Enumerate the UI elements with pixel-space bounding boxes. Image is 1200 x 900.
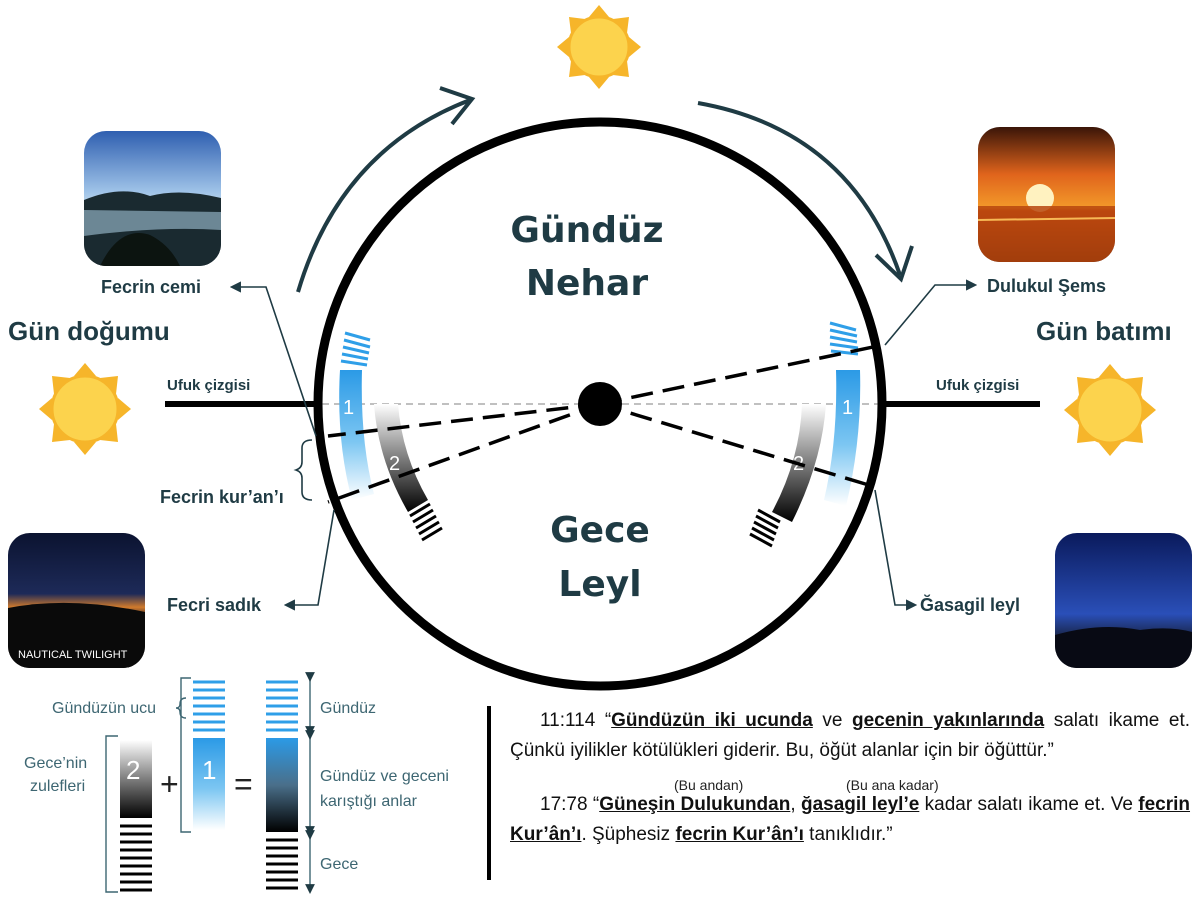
label-fecrin-kurani: Fecrin kur’an’ı [160, 487, 284, 507]
legend-num-2: 2 [126, 755, 140, 785]
center-dot [578, 382, 622, 426]
verse1-text-2: salatı ikame et. Çünkü iyilikler kötülük… [510, 710, 1191, 761]
label-gunduz: Gündüz [510, 210, 663, 251]
verse2-text-2: kadar salatı ikame et. Ve [919, 794, 1139, 815]
photo-dawn-sea [84, 131, 221, 266]
legend-karistigi-1: Gündüz ve geceni [320, 768, 449, 785]
sight-lines [327, 344, 879, 504]
legend-gunduzun-ucu: Gündüzün ucu [52, 700, 156, 717]
annotation-bu-andan: (Bu andan) [674, 777, 744, 793]
nautical-twilight-caption: NAUTICAL TWILIGHT [18, 649, 128, 661]
legend-gece-nin: Gece’nin [24, 755, 87, 772]
verse2-text-4: tanıklıdır.” [803, 824, 893, 845]
label-leyl: Leyl [558, 564, 641, 605]
annotation-bu-ana-kadar: (Bu ana kadar) [846, 777, 939, 793]
band-1-right-label: 1 [842, 397, 853, 419]
verse1-phrase-1: Gündüzün iki ucunda [611, 710, 813, 731]
verse1-phrase-2: gecenin yakınlarında [851, 710, 1045, 731]
sun-path-arrow-right [697, 101, 902, 276]
photo-nautical-twilight [8, 533, 145, 668]
verse2-phrase-2: ğasagil leyl’e [800, 794, 920, 815]
sun-icon-right [1064, 364, 1156, 456]
verses-panel: 11:114 “Gündüzün iki ucunda ve gecenin y… [510, 706, 1190, 850]
label-nehar: Nehar [526, 263, 648, 304]
band-1-right [824, 321, 861, 506]
sun-icon-top [557, 5, 641, 89]
verse-11-114: 11:114 “Gündüzün iki ucunda ve gecenin y… [510, 706, 1190, 766]
photo-night-sky [1055, 533, 1192, 668]
label-gun-dogumu: Gün doğumu [8, 316, 170, 346]
legend-plus: + [160, 766, 179, 802]
label-ufuk-left: Ufuk çizgisi [167, 377, 250, 394]
label-fecrin-cemi: Fecrin cemi [101, 277, 201, 297]
leader-lines [229, 279, 978, 611]
label-gece: Gece [550, 510, 650, 551]
legend-zulefleri: zulefleri [30, 778, 85, 795]
band-2-right [749, 404, 826, 548]
verse1-ref: 11:114 “ [540, 710, 612, 731]
band-1-left [339, 331, 374, 500]
label-ufuk-right: Ufuk çizgisi [936, 377, 1019, 394]
day-night-circle [313, 117, 887, 691]
label-dulukul-sems: Dulukul Şems [987, 276, 1106, 296]
band-2-left-label: 2 [389, 453, 400, 475]
legend-gece: Gece [320, 856, 358, 873]
legend-gunduz: Gündüz [320, 700, 376, 717]
verse2-ref: 17:78 “ [540, 794, 600, 815]
sun-path-arrow-left [296, 98, 471, 293]
verse2-text-1: , [790, 794, 801, 815]
verse-17-78: (Bu andan) (Bu ana kadar) 17:78 “Güneşin… [510, 776, 1190, 850]
verse2-text-3: . Şüphesiz [581, 824, 676, 845]
verse2-phrase-1: Güneşin Dulukundan [599, 794, 791, 815]
label-gasagil-leyl: Ğasagil leyl [920, 594, 1020, 615]
legend-equals: = [234, 766, 253, 802]
photo-sunset [978, 127, 1115, 262]
band-2-left [374, 404, 443, 542]
legend [105, 672, 491, 894]
legend-karistigi-2: karıştığı anlar [320, 793, 418, 810]
verse2-phrase-4: fecrin Kur’ân’ı [675, 824, 804, 845]
label-fecri-sadik: Fecri sadık [167, 595, 262, 615]
band-1-left-label: 1 [343, 397, 354, 419]
legend-num-1: 1 [202, 755, 216, 785]
sun-icon-left [39, 363, 131, 455]
verse2-phrase-3: fecrin Kur’ân’ı [510, 794, 1191, 845]
verse1-text-1: ve [812, 710, 852, 731]
label-gun-batimi: Gün batımı [1036, 316, 1172, 346]
